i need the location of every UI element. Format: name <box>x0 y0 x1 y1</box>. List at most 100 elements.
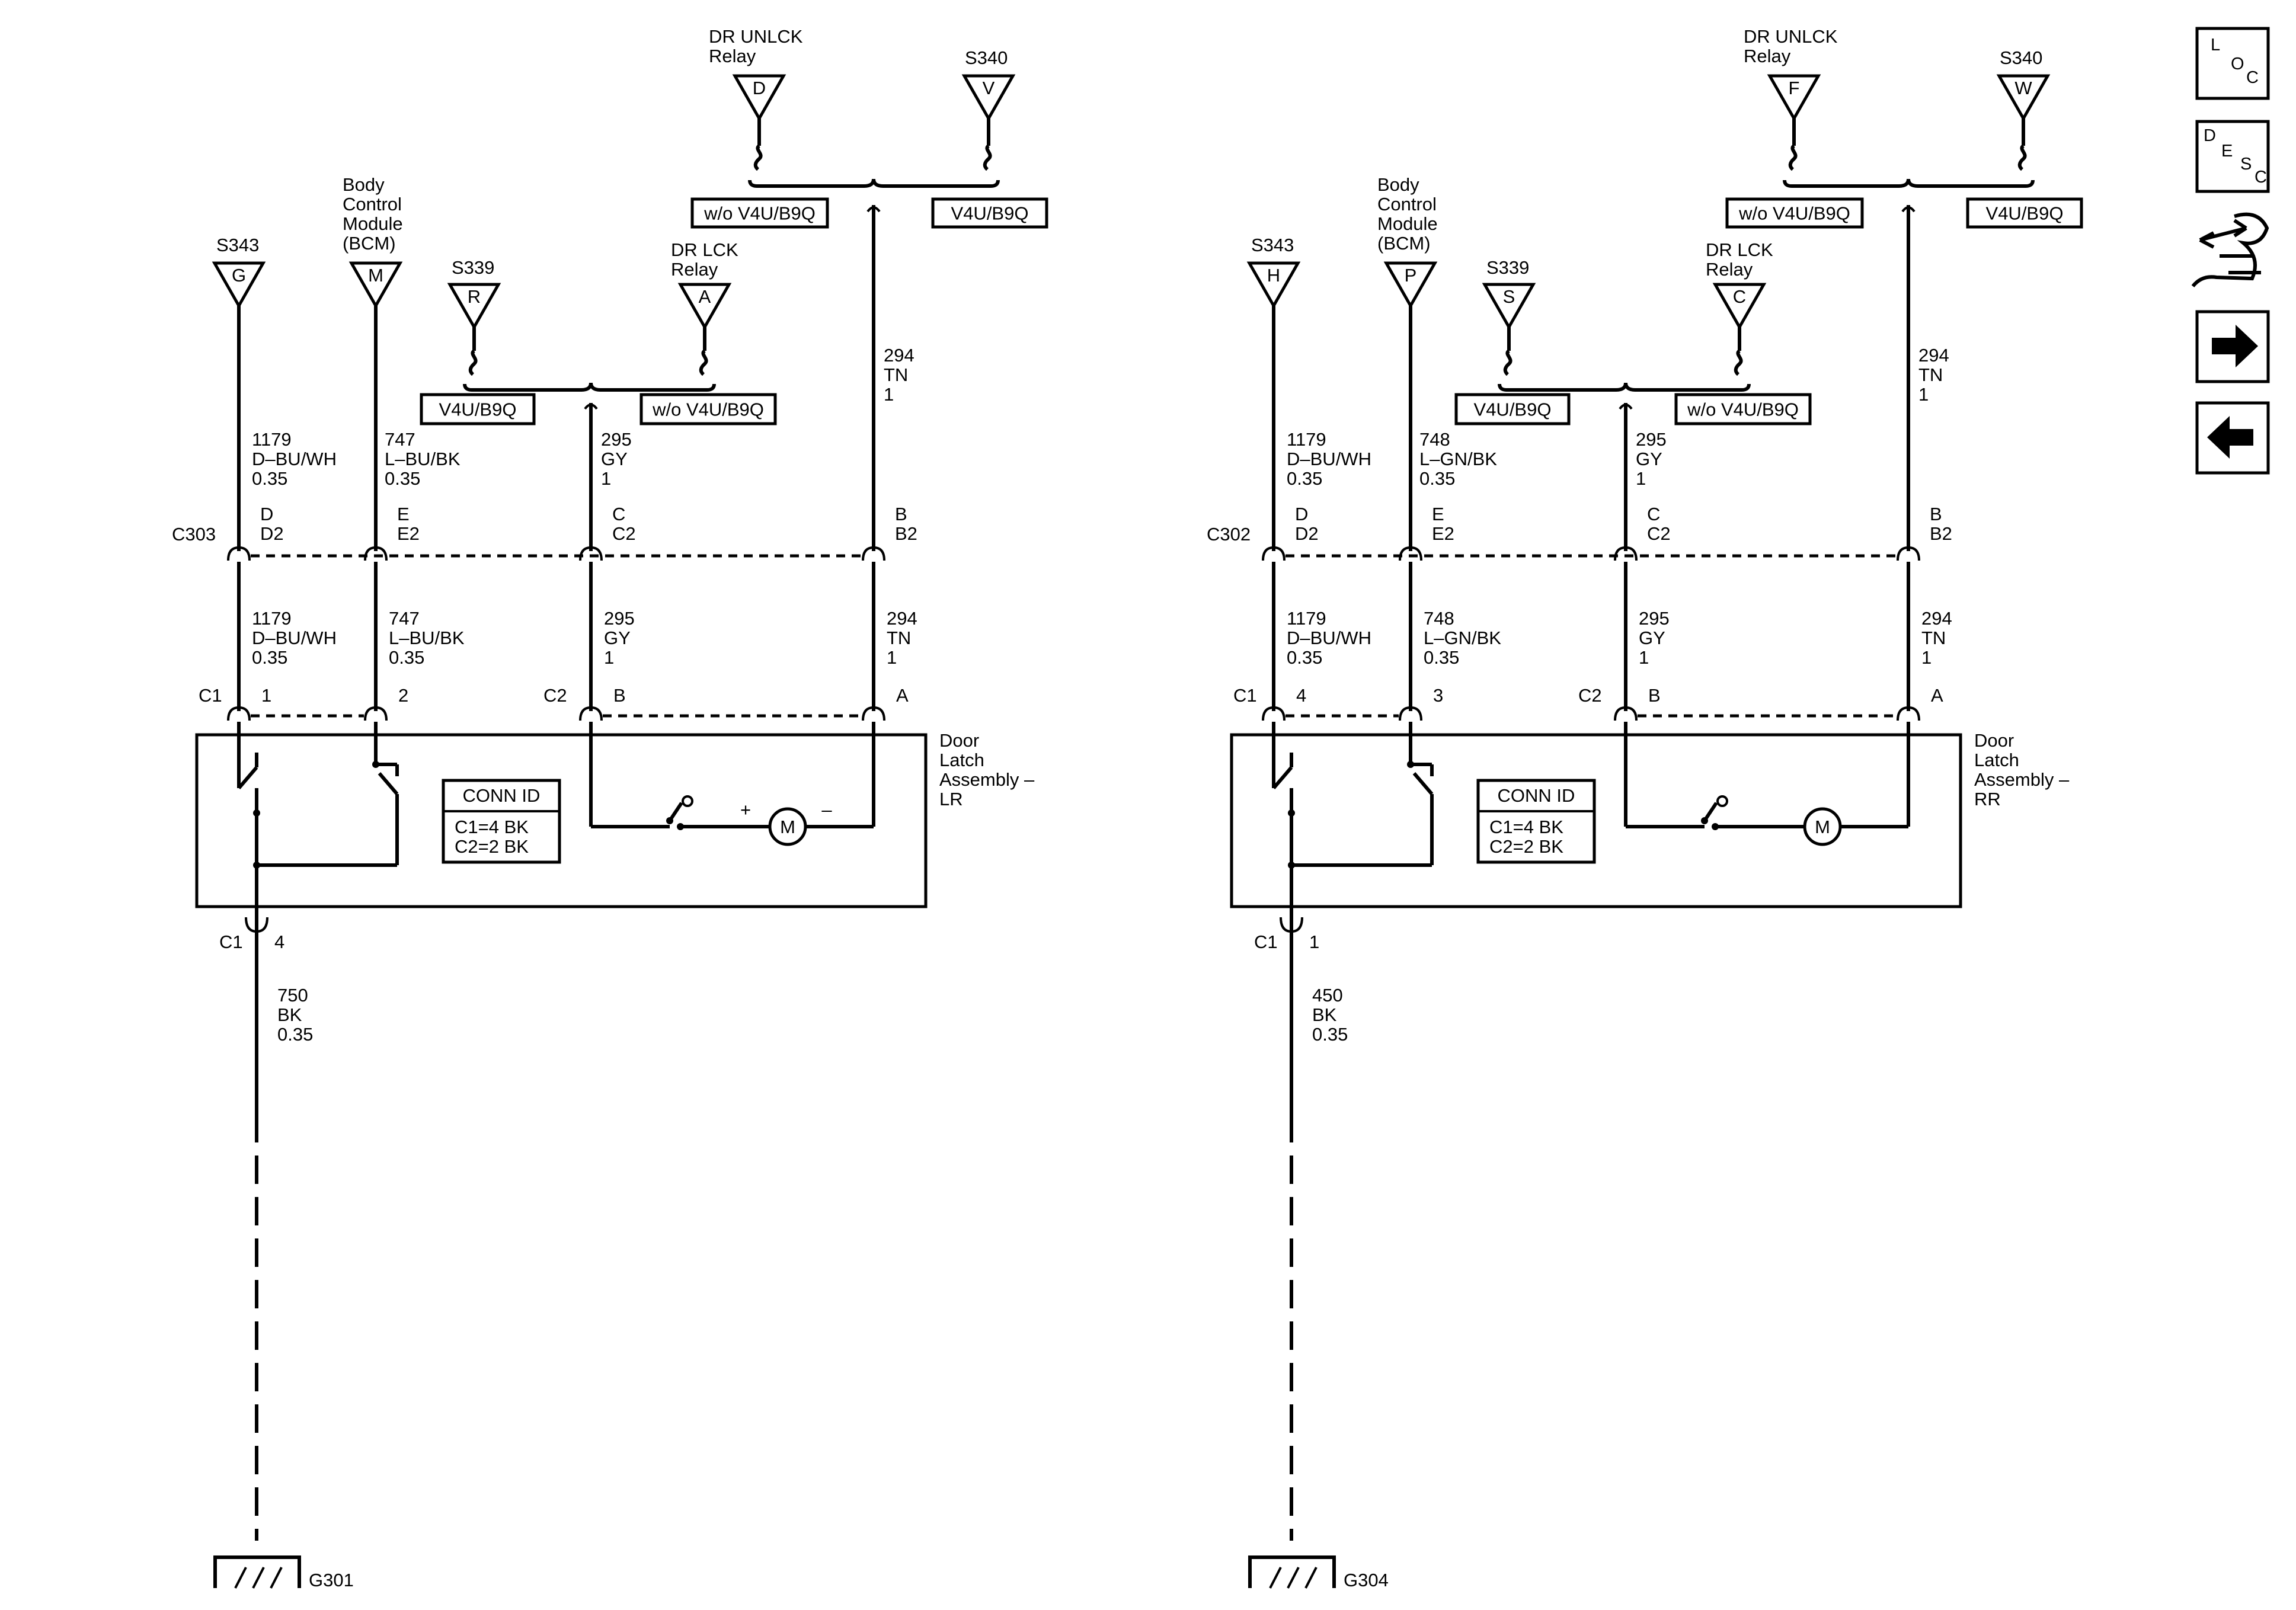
dr-unlck-relay-terminal <box>1767 74 1821 122</box>
assembly-label: Door <box>1974 730 2014 751</box>
wire-label-upper: L–GN/BK <box>1419 449 1497 469</box>
wire-label-lower: TN <box>887 628 911 648</box>
conn-id-line: C2=2 BK <box>1489 836 1563 857</box>
assembly-frame <box>1230 733 1962 908</box>
component-pin <box>862 706 885 721</box>
component-pin <box>227 706 251 721</box>
loc-button[interactable]: LOC <box>2195 27 2270 100</box>
option-box-wo-v4u: w/o V4U/B9Q <box>690 197 829 229</box>
bcm-terminal: M <box>348 261 403 309</box>
dr-unlck-relay-pin: D <box>753 78 766 98</box>
ground-symbol: G304 <box>1248 1555 1389 1590</box>
wire-label-upper: 1179 <box>1287 429 1326 450</box>
ground-hatch <box>1269 1567 1282 1589</box>
bcm-terminal-terminal <box>348 261 403 309</box>
option-box-wo-v4u-frame <box>690 197 829 229</box>
desc-letter: E <box>2221 142 2233 161</box>
component-pin-dome <box>227 706 251 721</box>
connection-stub <box>1734 349 1743 376</box>
switch-blade <box>378 772 399 795</box>
next-arrow-icon <box>2212 325 2258 367</box>
wire-label-upper: TN <box>1918 364 1943 385</box>
desc-letter: D <box>2204 126 2216 145</box>
splice-bar <box>463 382 716 392</box>
previous-button[interactable] <box>2195 401 2270 475</box>
wire-label-upper: 0.35 <box>385 468 420 489</box>
wire-label-lower: 1 <box>604 647 614 668</box>
connector-icon-lines <box>2220 254 2261 274</box>
wire-label-upper: 748 <box>1419 429 1450 450</box>
bcm-terminal: P <box>1383 261 1438 309</box>
component-pin-label: 1 <box>261 685 271 706</box>
component-pin-dome <box>1262 706 1285 721</box>
desc-letter: C <box>2255 168 2267 187</box>
ground-hatch <box>1287 1567 1300 1589</box>
conn-id-title: CONN ID <box>463 785 541 806</box>
wire-label-lower: GY <box>604 628 631 648</box>
s339-splice-pin: R <box>468 286 481 307</box>
bcm-label: (BCM) <box>1377 233 1431 254</box>
bcm-terminal-terminal <box>1383 261 1438 309</box>
s340-splice-terminal <box>961 74 1016 122</box>
bcm-label: Module <box>343 213 403 234</box>
bcm-label: (BCM) <box>343 233 396 254</box>
wire-bridge <box>866 206 881 213</box>
bcm-label: Control <box>1377 194 1437 215</box>
wire-label-upper: GY <box>601 449 628 469</box>
wire-label-lower: L–BU/BK <box>389 628 465 648</box>
ground-bar <box>213 1555 301 1588</box>
component-pin <box>1399 706 1422 721</box>
wire-label-upper: 1 <box>884 384 894 405</box>
s343-splice: G <box>212 261 266 309</box>
s343-splice-terminal <box>212 261 266 309</box>
option-box-v4u: V4U/B9Q <box>931 197 1048 229</box>
connection-stub <box>2017 144 2027 171</box>
ground-hatch <box>1304 1567 1318 1589</box>
wire-label-lower: D–BU/WH <box>252 628 337 648</box>
next-button[interactable] <box>2195 310 2270 383</box>
option-box-v4u-frame <box>1966 197 2083 229</box>
wire-label-lower: 747 <box>389 608 420 629</box>
connection-stub <box>1788 144 1798 171</box>
wire-label-lower: D–BU/WH <box>1287 628 1371 648</box>
conn-id-frame <box>442 779 561 864</box>
dr-unlck-relay-label: Relay <box>709 46 756 66</box>
wire-label-upper: 1 <box>601 468 611 489</box>
option-box-v4u-frame <box>1454 393 1571 425</box>
wire-label-lower: 1179 <box>252 608 292 629</box>
option-box-wo-v4u: w/o V4U/B9Q <box>1674 393 1812 425</box>
inline-pin-label: B <box>895 504 907 524</box>
wire-label-lower: 0.35 <box>1424 647 1459 668</box>
ground-wire-label: 750 <box>277 985 308 1006</box>
inline-connector-pin-dome <box>1614 546 1638 561</box>
inline-connector-label: C303 <box>172 524 216 545</box>
assembly-label: Door <box>939 730 979 751</box>
component-pin-label: 2 <box>398 685 408 706</box>
wire-bridge <box>1619 404 1633 410</box>
connector-icon[interactable] <box>2191 212 2269 287</box>
ground-connector-label: C1 <box>1254 932 1278 952</box>
inline-connector-pin <box>1897 546 1920 561</box>
wire-label-upper: 0.35 <box>1419 468 1455 489</box>
ground-connector-cup <box>1280 917 1303 933</box>
wire-label-lower: 295 <box>604 608 635 629</box>
ground-label: G301 <box>309 1570 354 1590</box>
s343-label: S343 <box>216 235 259 255</box>
c2-connector-label: C2 <box>1578 685 1602 706</box>
splice-bar-line <box>1783 178 2035 188</box>
assembly-label: Assembly – <box>939 769 1035 790</box>
s340-splice-pin: W <box>2014 78 2032 98</box>
switch-blade <box>1412 772 1434 795</box>
wire-bridge <box>1901 206 1916 213</box>
option-box-v4u-text: V4U/B9Q <box>951 203 1029 224</box>
component-pin-label: B <box>1648 685 1661 706</box>
desc-letter: S <box>2240 155 2252 174</box>
switch-node <box>253 862 260 869</box>
